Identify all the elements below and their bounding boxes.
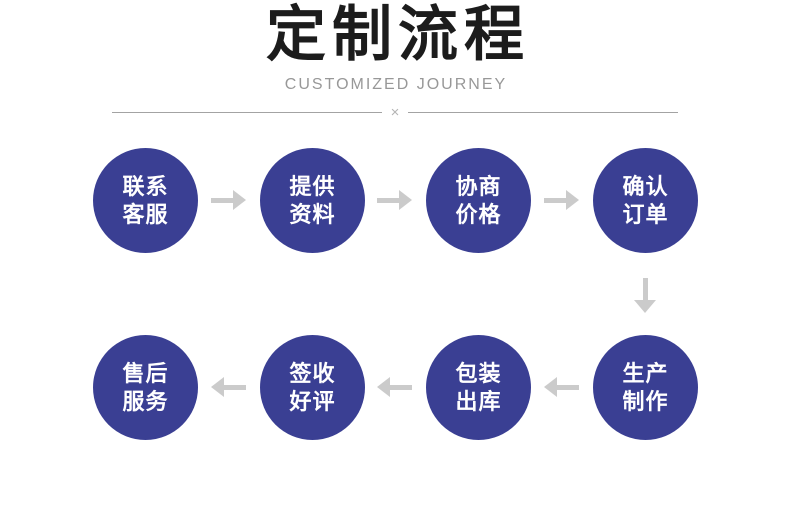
- x-divider-icon: ×: [390, 103, 400, 121]
- page-subtitle: CUSTOMIZED JOURNEY: [284, 76, 508, 93]
- arrow-right-icon: [377, 190, 412, 210]
- step-label-line1: 提供: [289, 173, 336, 199]
- arrow-down-icon: [634, 278, 656, 313]
- step-label-line2: 服务: [122, 388, 169, 414]
- arrow-left-icon: [544, 377, 579, 397]
- flow-step-contact-service: 联系 客服: [93, 148, 198, 253]
- title-divider: ×: [112, 103, 679, 121]
- arrow-left-icon: [377, 377, 412, 397]
- step-label-line2: 价格: [455, 201, 502, 227]
- flow-step-after-sales-service: 售后 服务: [93, 335, 198, 440]
- divider-line-left: [112, 111, 382, 113]
- divider-line-right: [408, 111, 679, 113]
- step-label-line2: 好评: [289, 388, 336, 414]
- step-label-line2: 出库: [455, 388, 502, 414]
- step-label-line1: 联系: [122, 173, 169, 199]
- arrow-right-icon: [211, 190, 246, 210]
- flow-step-production: 生产 制作: [593, 335, 698, 440]
- step-label-line1: 签收: [289, 360, 336, 386]
- arrow-right-icon: [544, 190, 579, 210]
- step-label-line1: 生产: [622, 360, 669, 386]
- page-title: 定制流程: [266, 1, 530, 68]
- step-label-line1: 协商: [455, 173, 502, 199]
- flow-step-sign-and-review: 签收 好评: [260, 335, 365, 440]
- step-label-line2: 资料: [289, 201, 336, 227]
- step-label-line2: 订单: [622, 201, 669, 227]
- flow-step-provide-materials: 提供 资料: [260, 148, 365, 253]
- flow-step-pack-and-ship: 包装 出库: [426, 335, 531, 440]
- step-label-line2: 制作: [622, 388, 669, 414]
- step-label-line1: 确认: [622, 173, 669, 199]
- step-label-line1: 包装: [455, 360, 502, 386]
- flow-step-confirm-order: 确认 订单: [593, 148, 698, 253]
- arrow-left-icon: [211, 377, 246, 397]
- step-label-line2: 客服: [122, 201, 169, 227]
- step-label-line1: 售后: [122, 360, 169, 386]
- flow-step-negotiate-price: 协商 价格: [426, 148, 531, 253]
